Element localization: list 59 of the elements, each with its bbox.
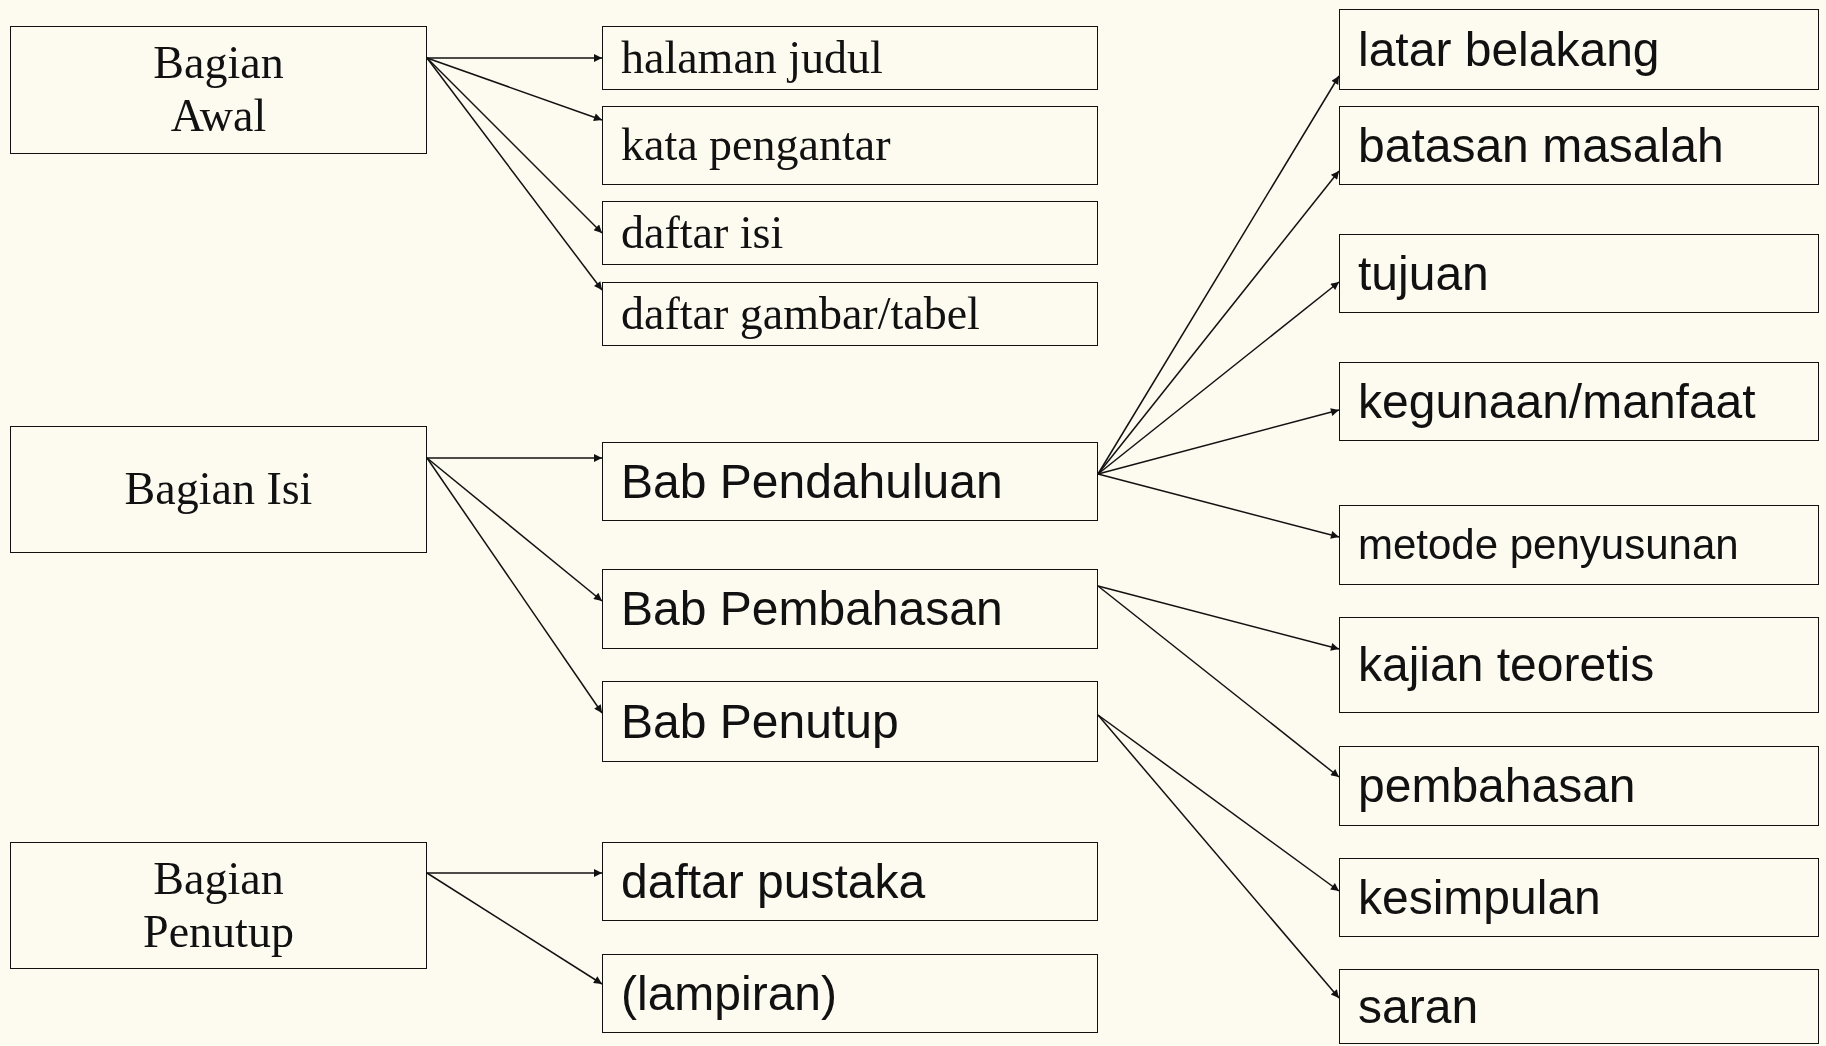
box-label: daftar pustaka [621,853,926,910]
text-box [1339,106,1819,185]
arrow [426,57,603,234]
box-label: metode penyusunan [1358,520,1739,570]
arrow [426,454,603,462]
box-label: Bagian Isi [124,463,313,516]
arrow [426,54,603,62]
arrow [426,57,603,122]
box-label: Bab Penutup [621,693,899,750]
arrow [1097,585,1340,651]
box-label: daftar gambar/tabel [621,287,980,341]
box-label: Bagian Awal [152,37,285,143]
box-label: daftar isi [621,206,784,260]
arrow [426,457,603,714]
box-label: pembahasan [1358,758,1636,814]
arrow [426,872,603,985]
text-box [1339,969,1819,1044]
box-label: kesimpulan [1358,869,1601,926]
box-label: saran [1358,978,1479,1035]
arrow [1097,473,1340,539]
box-label: tujuan [1358,245,1489,302]
box-label: halaman judul [621,31,883,85]
text-box [602,569,1098,649]
arrow [426,457,603,602]
box-label: Bab Pembahasan [621,581,1003,637]
arrow [1097,714,1340,999]
text-box [1339,746,1819,826]
arrow [426,869,603,877]
arrow [1097,714,1340,892]
text-box [1339,362,1819,441]
text-box [10,26,427,154]
text-box [602,442,1098,521]
box-label: kegunaan/manfaat [1358,373,1756,430]
arrow [1097,281,1340,475]
arrow [1097,585,1340,778]
box-label: Bagian Penutup [142,852,295,959]
box-label: kata pengantar [621,119,891,172]
text-box [1339,234,1819,313]
text-box [602,842,1098,921]
text-box [1339,505,1819,585]
box-label: latar belakang [1358,21,1660,78]
box-label: Bab Pendahuluan [621,453,1003,510]
text-box [602,954,1098,1033]
text-box [10,426,427,553]
text-box [602,26,1098,90]
text-box [10,842,427,969]
text-box [1339,617,1819,713]
box-label: (lampiran) [621,965,838,1022]
text-box [602,201,1098,265]
box-label: kajian teoretis [1358,637,1655,693]
text-box [1339,9,1819,90]
box-label: batasan masalah [1358,117,1724,174]
text-box [602,681,1098,762]
arrow [426,57,603,291]
arrow [1097,170,1340,475]
arrow [1097,408,1340,475]
text-box [1339,858,1819,937]
text-box [602,106,1098,185]
text-box [602,282,1098,346]
